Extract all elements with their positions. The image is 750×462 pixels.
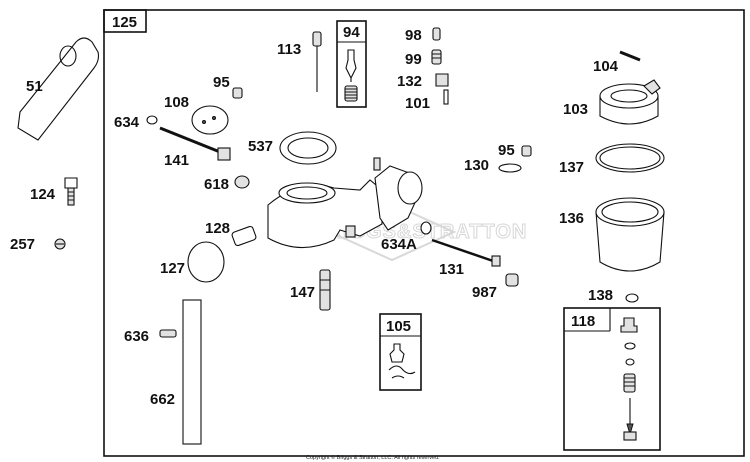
part-screw-95a — [232, 87, 243, 99]
part-bowl-136 — [595, 197, 665, 272]
part-screw-95b — [521, 145, 532, 157]
part-washer-634 — [146, 115, 158, 125]
callout-662: 662 — [150, 391, 175, 408]
part-strip-662 — [182, 299, 202, 445]
callout-95-top: 95 — [213, 74, 230, 91]
part-plug-128 — [231, 225, 257, 247]
part-washer-138 — [625, 293, 639, 303]
part-washer-634A — [420, 221, 432, 235]
callout-labels: 51 124 257 113 98 99 132 101 104 103 95 … — [10, 27, 619, 408]
box-118: 118 — [563, 307, 661, 451]
part-tube-147 — [319, 269, 331, 311]
callout-141: 141 — [164, 152, 189, 169]
callout-147: 147 — [290, 284, 315, 301]
part-spring-618 — [234, 175, 250, 189]
callout-136: 136 — [559, 210, 584, 227]
part-needle-113 — [312, 31, 322, 92]
part-clip-104 — [619, 50, 641, 62]
part-shaft-131 — [431, 238, 501, 267]
main-box-label: 125 — [112, 14, 137, 31]
main-box-tag — [103, 9, 147, 33]
copyright-notice: Copyright © Briggs & Stratton, LLC. All … — [306, 454, 440, 461]
callout-618: 618 — [204, 176, 229, 193]
callout-99: 99 — [405, 51, 422, 68]
callout-95-right: 95 — [498, 142, 515, 159]
part-seal-987 — [505, 273, 519, 287]
part-screw-257 — [54, 238, 66, 250]
part-gasket-537 — [279, 131, 337, 165]
part-spring-99 — [431, 49, 442, 65]
callout-634: 634 — [114, 114, 140, 131]
callout-634A: 634A — [381, 236, 417, 253]
callout-101: 101 — [405, 95, 430, 112]
part-shaft-141 — [159, 126, 231, 161]
box-94-label: 94 — [343, 24, 360, 41]
callout-104: 104 — [593, 58, 619, 75]
callout-113: 113 — [277, 41, 301, 58]
part-screw-636 — [159, 329, 177, 338]
part-screw-98 — [432, 27, 441, 41]
callout-127: 127 — [160, 260, 185, 277]
part-bowl-103 — [599, 79, 661, 125]
part-pin-101 — [443, 89, 449, 105]
part-gasket-51 — [17, 37, 100, 141]
callout-987: 987 — [472, 284, 497, 301]
part-gasket-137 — [595, 143, 665, 173]
callout-137: 137 — [559, 159, 584, 176]
part-clip-132 — [435, 73, 449, 87]
callout-131: 131 — [439, 261, 464, 278]
box-105: 105 — [379, 313, 422, 391]
callout-51: 51 — [26, 78, 43, 95]
box-118-label: 118 — [571, 313, 595, 330]
part-carburetor-body — [267, 157, 423, 249]
callout-98: 98 — [405, 27, 422, 44]
part-screw-124 — [64, 177, 78, 206]
callout-537: 537 — [248, 138, 273, 155]
box-105-label: 105 — [386, 318, 411, 335]
callout-636: 636 — [124, 328, 149, 345]
callout-128: 128 — [205, 220, 230, 237]
part-diaphragm-108 — [191, 105, 229, 135]
callout-103: 103 — [563, 101, 588, 118]
callout-124: 124 — [30, 186, 56, 203]
callout-138: 138 — [588, 287, 613, 304]
callout-130: 130 — [464, 157, 489, 174]
part-disc-127 — [187, 241, 225, 283]
callout-108: 108 — [164, 94, 189, 111]
callout-132: 132 — [397, 73, 422, 90]
main-frame — [103, 9, 745, 457]
part-disc-130 — [498, 163, 522, 173]
box-94: 94 — [336, 20, 367, 108]
callout-257: 257 — [10, 236, 35, 253]
